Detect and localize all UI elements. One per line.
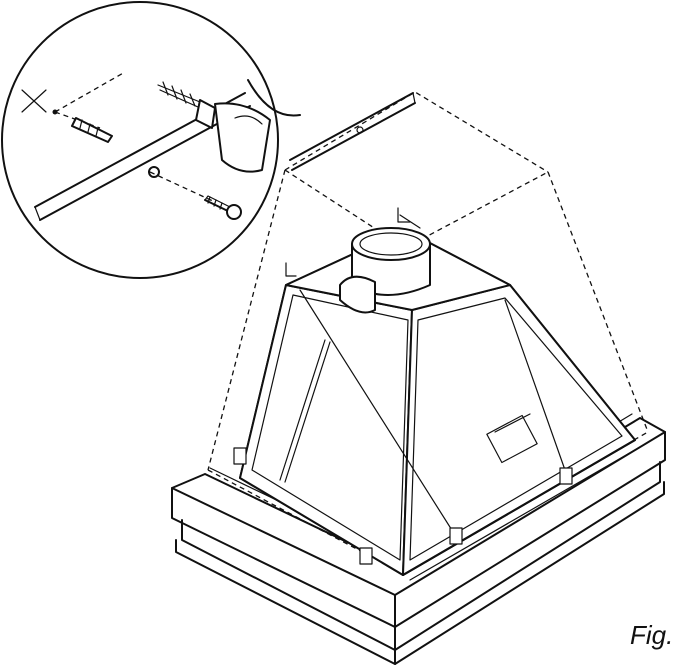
figure-caption: Fig. — [630, 620, 674, 650]
detail-inset — [1, 1, 301, 279]
wall-rail — [289, 92, 416, 171]
outlet-collar — [285, 207, 431, 314]
